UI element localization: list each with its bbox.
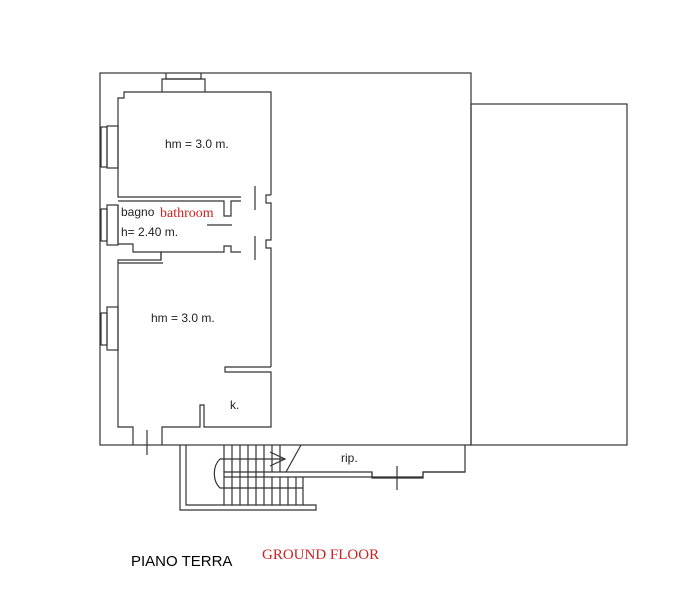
annex-outline: [470, 103, 628, 446]
lower-room-height: hm = 3.0 m.: [151, 311, 215, 325]
stair-curve: [213, 458, 224, 489]
stair-treads: [223, 444, 304, 505]
corridor-wall: [265, 194, 272, 367]
chimney: [165, 73, 202, 80]
window-left-3: [100, 306, 119, 351]
window-left-1: [100, 125, 119, 169]
bathroom-wall: [117, 205, 162, 263]
lower-room-wall: [117, 263, 134, 445]
kitchen-label: k.: [230, 398, 240, 412]
storage-wall-inner: [371, 471, 465, 478]
upper-room-wall: [117, 91, 272, 198]
outer-wall: [99, 72, 472, 446]
stair-outer-wall: [179, 445, 317, 511]
window-left-2: [100, 204, 119, 246]
floor-title: PIANO TERRA: [131, 553, 233, 570]
storage-wall: [371, 445, 466, 479]
chimney-bump: [161, 78, 206, 92]
bathroom-translation: bathroom: [160, 206, 214, 221]
floor-title-translation: GROUND FLOOR: [262, 547, 380, 563]
kitchen-wall: [161, 366, 272, 445]
storage-label: rip.: [341, 451, 358, 465]
bathroom-label: bagno: [121, 205, 155, 219]
stair-landing-wall: [224, 471, 373, 478]
bathroom-partition-top: [118, 200, 241, 217]
bathroom-bottom-wall: [160, 245, 241, 260]
upper-room-height: hm = 3.0 m.: [165, 137, 229, 151]
bathroom-height: h= 2.40 m.: [121, 225, 179, 239]
